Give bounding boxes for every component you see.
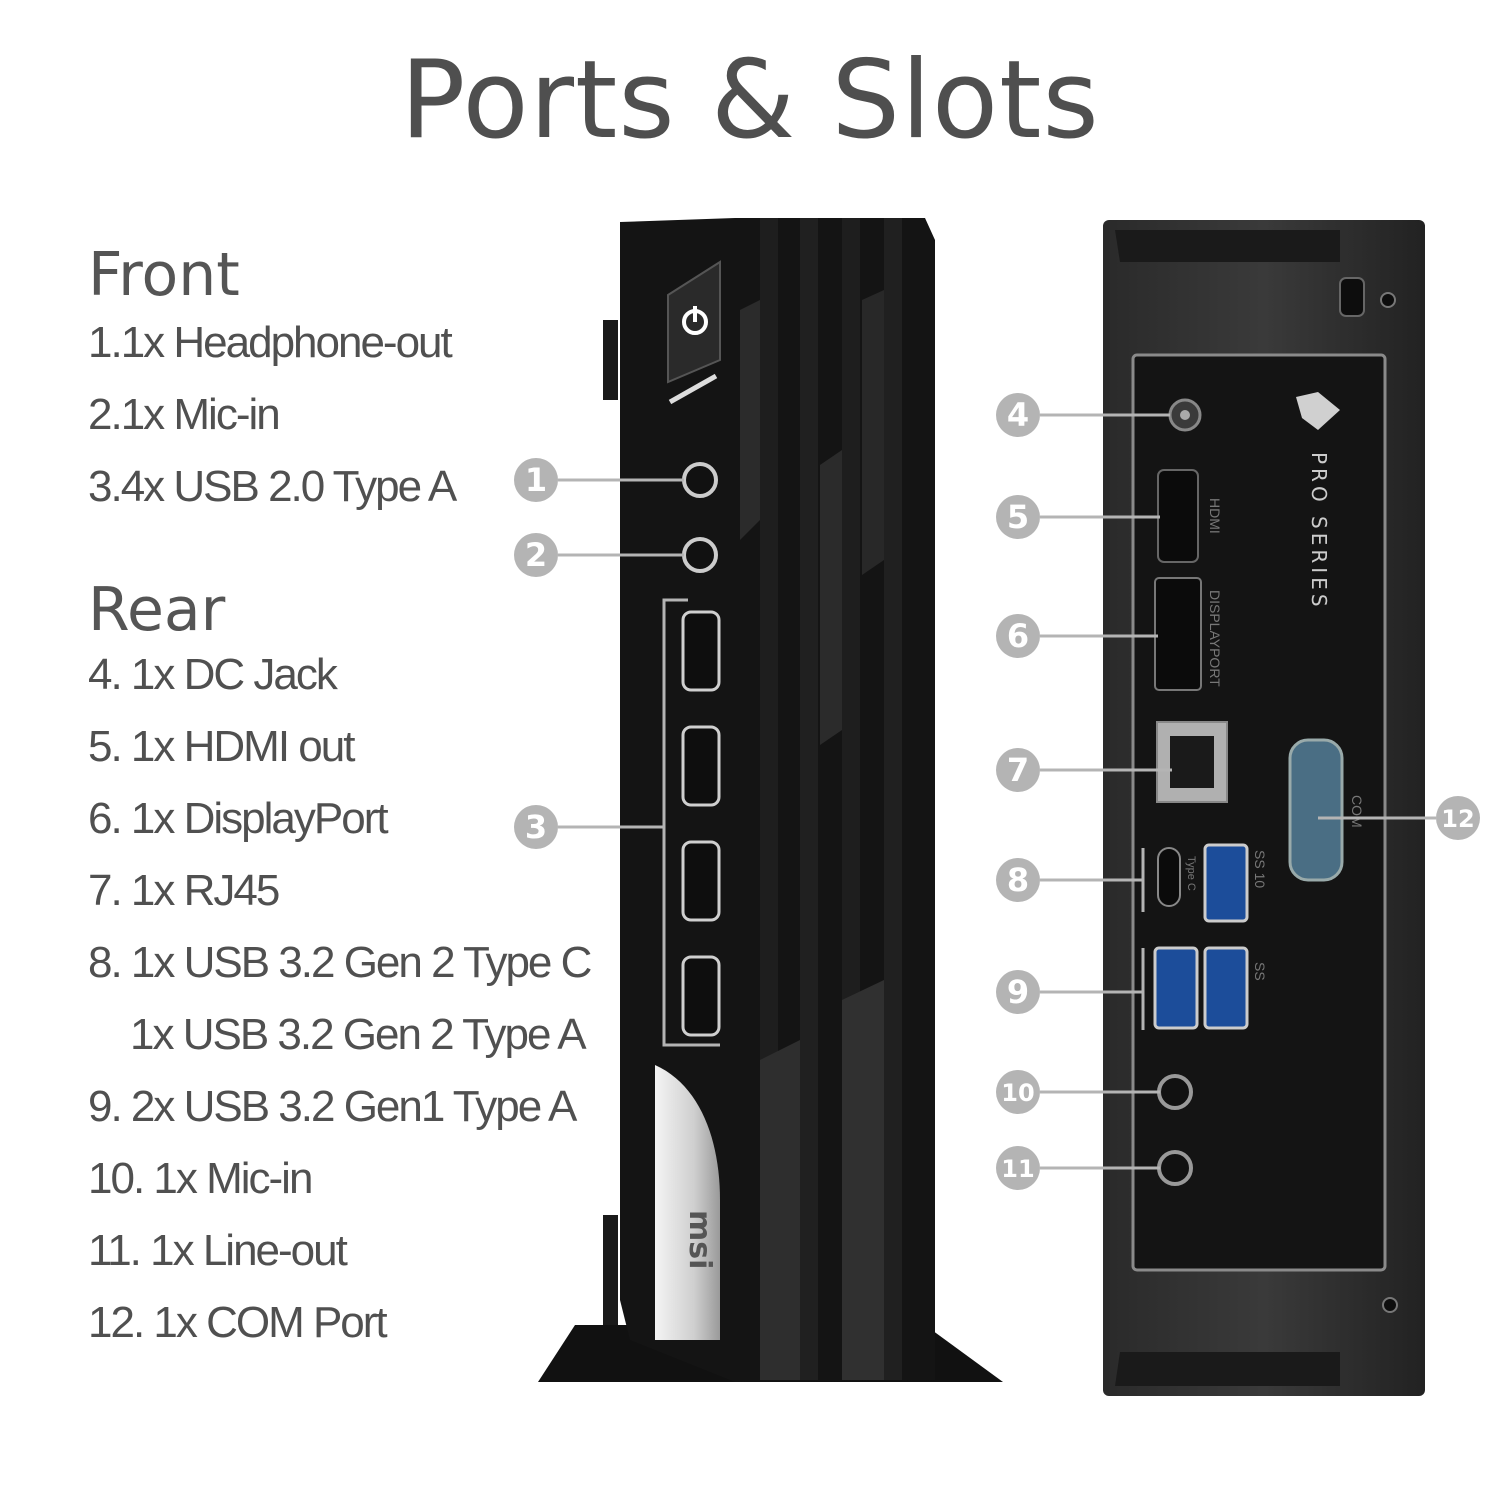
svg-text:4: 4 <box>1007 396 1029 434</box>
ss-label: SS <box>1252 962 1268 981</box>
mic-jack-icon <box>682 537 718 573</box>
callout-5: 5 <box>996 495 1040 539</box>
svg-text:3: 3 <box>525 808 547 846</box>
front-usb-ports <box>681 610 721 1037</box>
callout-4: 4 <box>996 393 1040 437</box>
callout-1: 1 <box>514 458 558 502</box>
rear-item-7: 7. 1x RJ45 <box>88 866 280 915</box>
headphone-jack-icon <box>682 462 718 498</box>
rear-heading: Rear <box>88 575 226 645</box>
svg-text:2: 2 <box>525 536 547 574</box>
line-out-jack-icon <box>1157 1150 1193 1186</box>
callout-10: 10 <box>996 1070 1040 1114</box>
pro-series-text: PRO SERIES <box>1307 452 1331 611</box>
front-item-2: 2.1x Mic-in <box>88 390 281 439</box>
usb-type-c-icon <box>1157 847 1181 907</box>
svg-text:10: 10 <box>1001 1079 1034 1107</box>
rear-item-12: 12. 1x COM Port <box>88 1298 388 1347</box>
svg-text:1: 1 <box>525 461 547 499</box>
callout-11: 11 <box>996 1146 1040 1190</box>
callout-7: 7 <box>996 748 1040 792</box>
callout-8: 8 <box>996 858 1040 902</box>
lock-slot-icon <box>1339 277 1365 317</box>
hdmi-label: HDMI <box>1207 498 1223 534</box>
svg-text:6: 6 <box>1007 617 1029 655</box>
front-item-1: 1.1x Headphone-out <box>88 318 453 367</box>
com-label: COM <box>1349 795 1365 828</box>
rear-panel: PRO SERIES HDMI DISPLAYPORT COM Type C S… <box>1103 220 1425 1396</box>
rear-item-8: 8. 1x USB 3.2 Gen 2 Type C <box>88 938 592 987</box>
callout-3: 3 <box>514 805 558 849</box>
svg-text:9: 9 <box>1007 973 1029 1011</box>
rear-item-11: 11. 1x Line-out <box>88 1226 348 1275</box>
svg-text:7: 7 <box>1007 751 1029 789</box>
rear-mic-jack-icon <box>1157 1074 1193 1110</box>
usb-gen1-a-icon <box>1153 946 1199 1030</box>
pro-series-logo <box>1296 392 1340 430</box>
rear-item-5: 5. 1x HDMI out <box>88 722 355 771</box>
front-tower: msi <box>538 218 1003 1382</box>
power-led-bar <box>668 373 718 405</box>
usb-gen1-a-icon <box>1203 946 1249 1030</box>
displayport-label: DISPLAYPORT <box>1207 590 1223 687</box>
callout-lines <box>558 413 1436 1170</box>
usb-bracket <box>662 598 720 1047</box>
msi-logo: msi <box>682 1210 717 1269</box>
callout-12: 12 <box>1436 796 1480 840</box>
svg-text:5: 5 <box>1007 498 1029 536</box>
svg-text:8: 8 <box>1007 861 1029 899</box>
rear-item-9: 9. 2x USB 3.2 Gen1 Type A <box>88 1082 577 1131</box>
callout-2: 2 <box>514 533 558 577</box>
callout-badges: 1 2 3 4 5 6 7 8 9 10 11 12 <box>514 393 1480 1190</box>
callout-6: 6 <box>996 614 1040 658</box>
page-title: Ports & Slots <box>400 38 1100 163</box>
displayport-icon <box>1154 577 1202 691</box>
svg-text:12: 12 <box>1441 805 1474 833</box>
rear-item-8b: 1x USB 3.2 Gen 2 Type A <box>130 1010 587 1059</box>
typec-label: Type C <box>1185 856 1197 891</box>
rear-item-4: 4. 1x DC Jack <box>88 650 338 699</box>
hdmi-port-icon <box>1157 469 1199 563</box>
svg-text:11: 11 <box>1001 1155 1034 1183</box>
com-port-icon <box>1288 738 1344 882</box>
front-heading: Front <box>88 240 240 310</box>
usb-gen2-a-icon <box>1203 843 1249 923</box>
front-item-3: 3.4x USB 2.0 Type A <box>88 462 457 511</box>
rear-item-6: 6. 1x DisplayPort <box>88 794 389 843</box>
rear-item-10: 10. 1x Mic-in <box>88 1154 313 1203</box>
callout-9: 9 <box>996 970 1040 1014</box>
logo-panel <box>655 1065 720 1340</box>
ss10-label: SS 10 <box>1252 850 1268 888</box>
